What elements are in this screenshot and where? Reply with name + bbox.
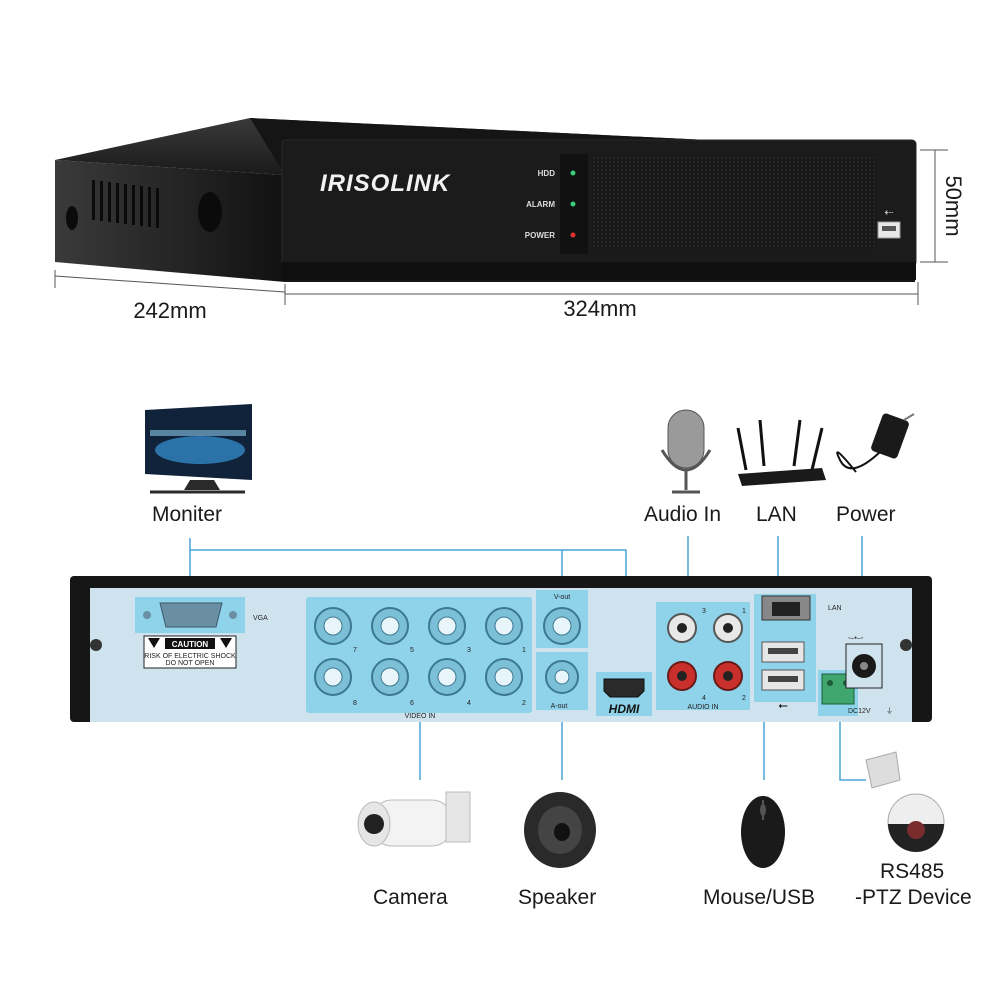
audio-in-device-label: Audio In: [644, 503, 722, 526]
router-icon: [736, 419, 826, 486]
hdmi-port: [603, 678, 645, 698]
dimension-lines: [54, 149, 948, 305]
led-power: [570, 232, 576, 238]
warning-icon: [148, 638, 160, 648]
video-in-number: 6: [410, 700, 414, 707]
video-in-number: 5: [410, 647, 414, 654]
front-mesh: [592, 157, 876, 249]
led-hdd: [570, 170, 576, 176]
camera-label: Camera: [373, 886, 448, 909]
caution-title: CAUTION: [172, 640, 209, 649]
lan-port-label: LAN: [828, 605, 842, 612]
depth-label: 242mm: [133, 298, 206, 323]
mouse-usb-label: Mouse/USB: [703, 886, 816, 909]
led-label-hdd: HDD: [538, 169, 556, 178]
monitor-label: Moniter: [152, 503, 223, 526]
mouse-icon: [741, 796, 785, 868]
monitor-icon: [145, 404, 252, 494]
caution-sticker: [143, 635, 237, 669]
audio-in-label: AUDIO IN: [687, 704, 718, 711]
brand-logo: IRISOLINK: [320, 170, 451, 197]
ptz-camera-icon: [865, 751, 945, 852]
video-in-number: 8: [353, 700, 357, 707]
audio-in-number: 4: [702, 695, 706, 702]
width-label: 324mm: [563, 296, 636, 321]
caution-line2: DO NOT OPEN: [166, 660, 215, 667]
vga-port: [159, 602, 223, 628]
video-in-number: 7: [353, 647, 357, 654]
side-screw: [66, 206, 78, 230]
video-in-bnc-ports: [314, 607, 523, 696]
speaker-icon: [524, 792, 596, 868]
usb-icon: ⇠: [884, 206, 893, 219]
led-label-power: POWER: [525, 231, 555, 240]
rear-panel-diagram: VGA CAUTION RISK OF ELECTRIC SHOCK DO NO…: [70, 404, 945, 868]
audio-in-rca-ports: [667, 613, 743, 691]
side-screw: [198, 192, 222, 232]
video-in-label: VIDEO IN: [405, 713, 436, 720]
audio-in-number: 2: [742, 695, 746, 702]
v-out-label: V-out: [554, 594, 570, 601]
video-in-number: 2: [522, 700, 526, 707]
warning-icon: [220, 638, 232, 648]
video-in-area: [306, 597, 532, 713]
lan-device-label: LAN: [756, 503, 797, 526]
power-adapter-icon: [836, 413, 915, 473]
front-base: [282, 262, 916, 280]
dc-label: DC12V: [848, 708, 871, 715]
dvr-front-illustration: HDD ALARM POWER ⇠ IRISOLINK 242mm 324mm …: [54, 118, 966, 323]
video-in-number: 4: [467, 700, 471, 707]
led-label-alarm: ALARM: [526, 200, 555, 209]
ground-icon: ⏚: [886, 707, 893, 715]
rear-screw: [90, 639, 102, 651]
caution-line1: RISK OF ELECTRIC SHOCK: [144, 653, 236, 660]
video-in-number: 1: [522, 647, 526, 654]
audio-in-number: 1: [742, 608, 746, 615]
vga-label: VGA: [253, 615, 268, 622]
dc-polarity-icon: ◦–•–◦: [848, 635, 863, 642]
ptz-label-line1: RS485: [880, 860, 945, 883]
dvr-side: [55, 160, 285, 282]
ptz-label-line2: -PTZ Device: [855, 886, 972, 909]
audio-in-number: 3: [702, 608, 706, 615]
microphone-icon: [660, 409, 712, 494]
height-label: 50mm: [941, 175, 966, 236]
rear-screw: [900, 639, 912, 651]
camera-icon: [357, 791, 471, 847]
speaker-label: Speaker: [518, 886, 597, 909]
side-vents: [92, 180, 159, 228]
led-alarm: [570, 201, 576, 207]
video-in-number: 3: [467, 647, 471, 654]
hdmi-label: HDMI: [609, 702, 640, 716]
power-device-label: Power: [836, 503, 896, 526]
usb-icon: ⭠: [778, 698, 788, 712]
a-out-label: A-out: [551, 703, 568, 710]
